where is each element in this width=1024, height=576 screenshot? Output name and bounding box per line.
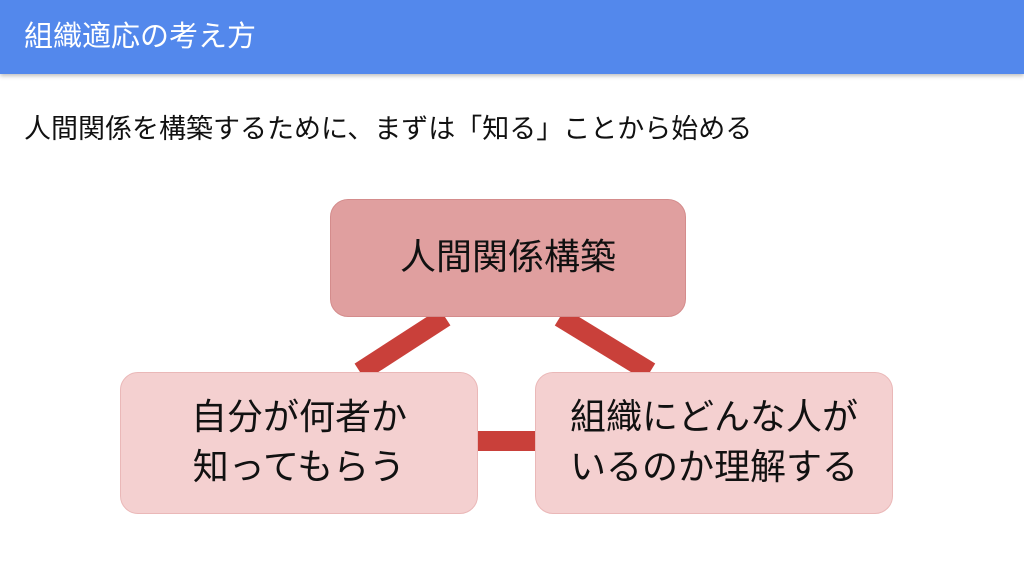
connector-top-left [354, 308, 451, 381]
slide-title: 組織適応の考え方 [24, 19, 257, 53]
node-self-introduction: 自分が何者か 知ってもらう [120, 372, 478, 514]
node-understand-members-line-1: 組織にどんな人が [569, 397, 858, 438]
node-understand-members-line-2: いるのか理解する [569, 447, 858, 488]
slide-subtitle: 人間関係を構築するために、まずは「知る」ことから始める [24, 114, 753, 145]
node-understand-members: 組織にどんな人が いるのか理解する [535, 372, 893, 514]
node-self-introduction-line-2: 知ってもらう [192, 447, 406, 488]
connector-top-right [554, 308, 656, 381]
title-bar: 組織適応の考え方 [0, 0, 1024, 74]
node-self-introduction-line-1: 自分が何者か [190, 397, 407, 438]
node-relationship-building: 人間関係構築 [330, 199, 686, 317]
node-relationship-building-label: 人間関係構築 [399, 237, 616, 278]
